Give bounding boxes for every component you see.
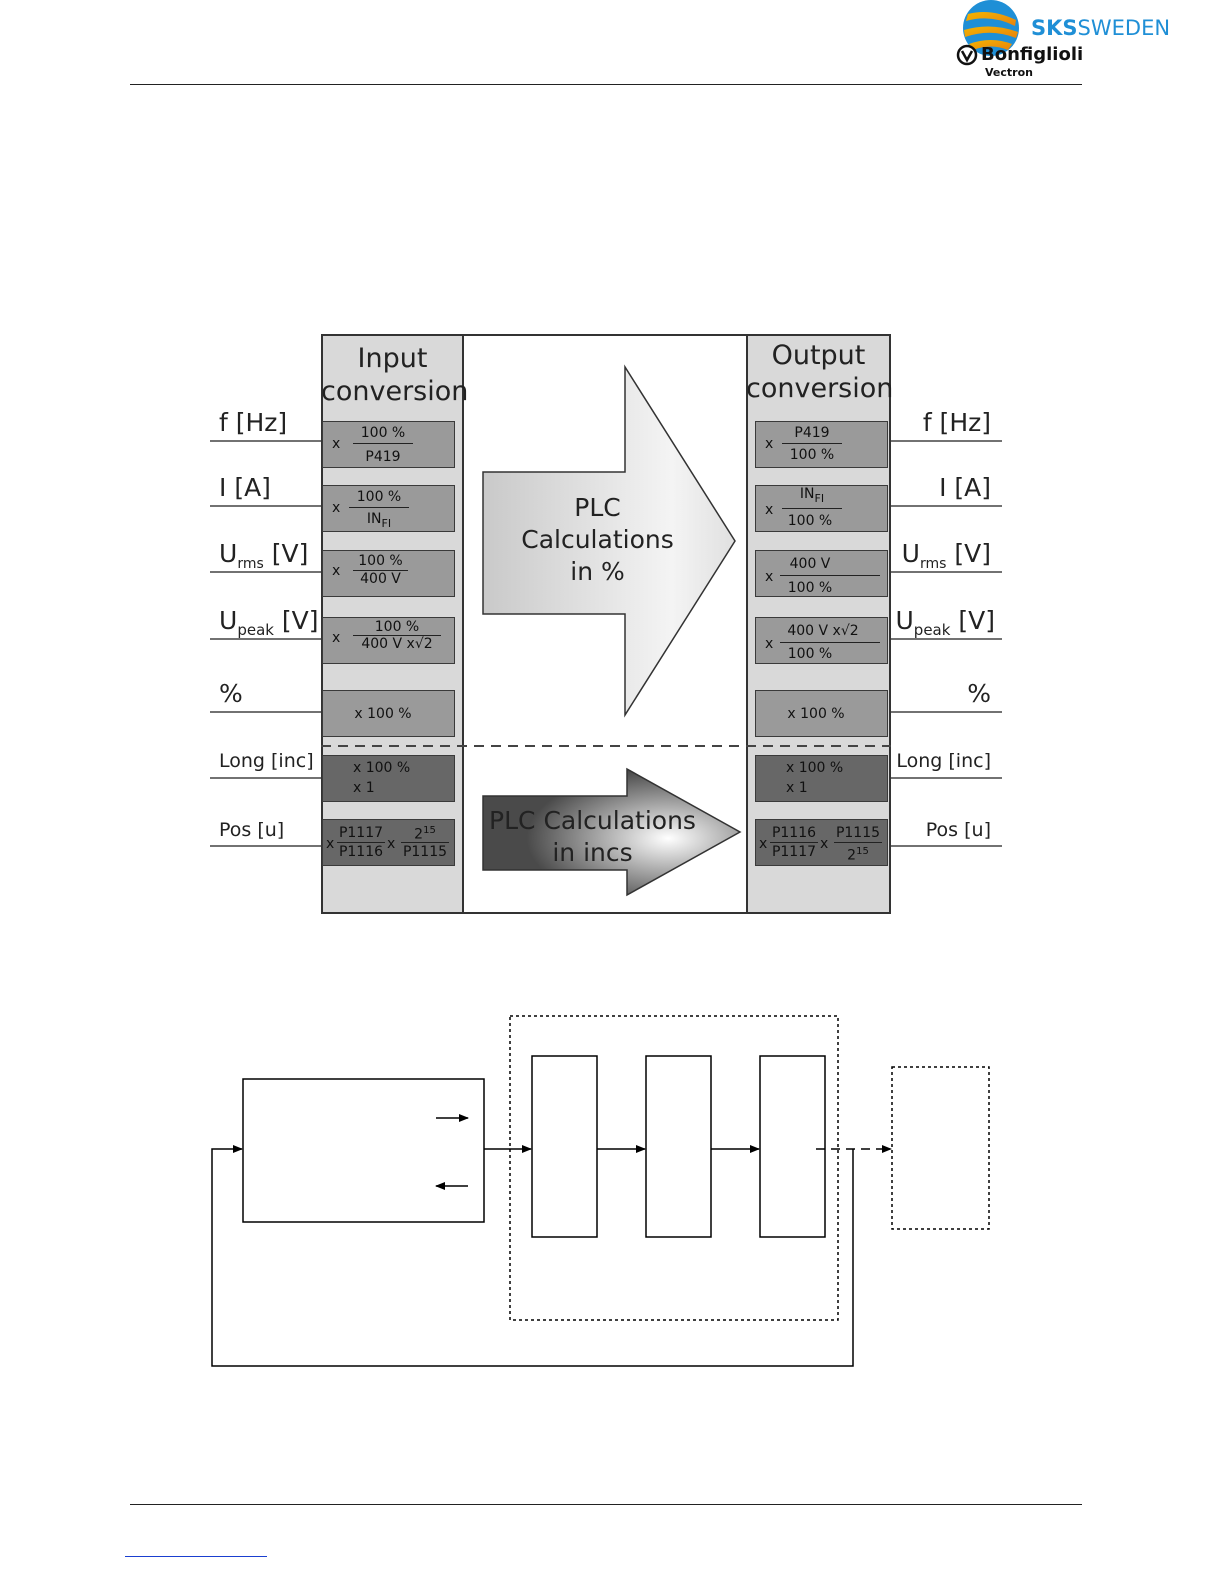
plc-block <box>242 1078 485 1223</box>
input-long-box: x 100 % x 1 <box>322 755 455 802</box>
feedback-loop <box>211 1145 854 1367</box>
input-conversion-title: Input conversion <box>321 342 469 408</box>
signal-long-right: Long [inc] <box>896 750 991 772</box>
block-3 <box>759 1055 826 1238</box>
signal-long-left: Long [inc] <box>219 750 314 772</box>
plc-incs-arrow-icon <box>482 767 742 897</box>
plc-percent-arrow-icon <box>482 364 736 718</box>
company-logo: SKSSWEDEN Bonfiglioli Vectron <box>955 0 1170 80</box>
logo-brand: SKSSWEDEN <box>1031 16 1171 40</box>
signal-upeak-right: Upeak [V] <box>895 606 995 639</box>
footer-link-underline[interactable] <box>125 1556 267 1557</box>
signal-freq-right: f [Hz] <box>922 408 991 437</box>
conversion-diagram: Input conversion Output conversion PLC C… <box>205 334 1005 916</box>
output-percent-box: x 100 % <box>755 690 888 737</box>
block-1 <box>531 1055 598 1238</box>
plc-incs-label: PLC Calculations in incs <box>475 805 710 869</box>
plc-incs-line2: in incs <box>552 838 633 867</box>
plc-percent-line1: PLC <box>574 493 621 522</box>
output-title-line1: Output <box>771 340 866 371</box>
input-title-line1: Input <box>357 343 428 374</box>
signal-freq-left: f [Hz] <box>219 408 288 437</box>
vectron-mark-icon <box>956 44 978 66</box>
block-2 <box>645 1055 712 1238</box>
signal-percent-left: % <box>219 679 243 708</box>
output-urms-box: x 400 V 100 % <box>755 550 888 597</box>
footer-rule <box>130 1504 1082 1505</box>
signal-pos-left: Pos [u] <box>219 819 285 841</box>
signal-current-left: I [A] <box>219 473 271 502</box>
plc-percent-line3: in % <box>570 557 625 586</box>
plc-incs-line1: PLC Calculations <box>489 806 696 835</box>
signal-pos-right: Pos [u] <box>925 819 991 841</box>
output-current-box: x INFI 100 % <box>755 485 888 532</box>
output-pos-box: x P1116 P1117 x P1115 215 <box>755 819 888 866</box>
output-conversion-title: Output conversion <box>746 339 894 405</box>
input-freq-box: x 100 % P419 <box>322 421 455 468</box>
output-long-box: x 100 % x 1 <box>755 755 888 802</box>
input-urms-box: x 100 % 400 V <box>322 550 455 597</box>
header-rule <box>130 84 1082 85</box>
control-block-diagram <box>211 1015 990 1367</box>
logo-partner-sub: Vectron <box>985 66 1033 79</box>
plc-arrows <box>210 364 1002 897</box>
plc-area <box>462 334 748 914</box>
input-upeak-box: x 100 % 400 V x√2 <box>322 617 455 664</box>
input-title-line2: conversion <box>321 376 469 407</box>
input-current-box: x 100 % INFI <box>322 485 455 532</box>
plc-percent-line2: Calculations <box>521 525 674 554</box>
signal-percent-right: % <box>967 679 991 708</box>
signal-urms-right: Urms [V] <box>901 539 991 572</box>
signal-current-right: I [A] <box>939 473 991 502</box>
output-freq-box: x P419 100 % <box>755 421 888 468</box>
inverter-group-dashed <box>509 1015 839 1321</box>
input-pos-box: x P1117 P1116 x 215 P1115 <box>322 819 455 866</box>
plc-percent-label: PLC Calculations in % <box>505 492 690 588</box>
sks-globe-icon <box>963 0 1019 56</box>
external-block-dashed <box>891 1066 990 1230</box>
output-upeak-box: x 400 V x√2 100 % <box>755 617 888 664</box>
signal-upeak-left: Upeak [V] <box>219 606 319 639</box>
output-title-line2: conversion <box>746 373 894 404</box>
logo-partner: Bonfiglioli <box>981 44 1084 65</box>
input-percent-box: x 100 % <box>322 690 455 737</box>
signal-urms-left: Urms [V] <box>219 539 309 572</box>
